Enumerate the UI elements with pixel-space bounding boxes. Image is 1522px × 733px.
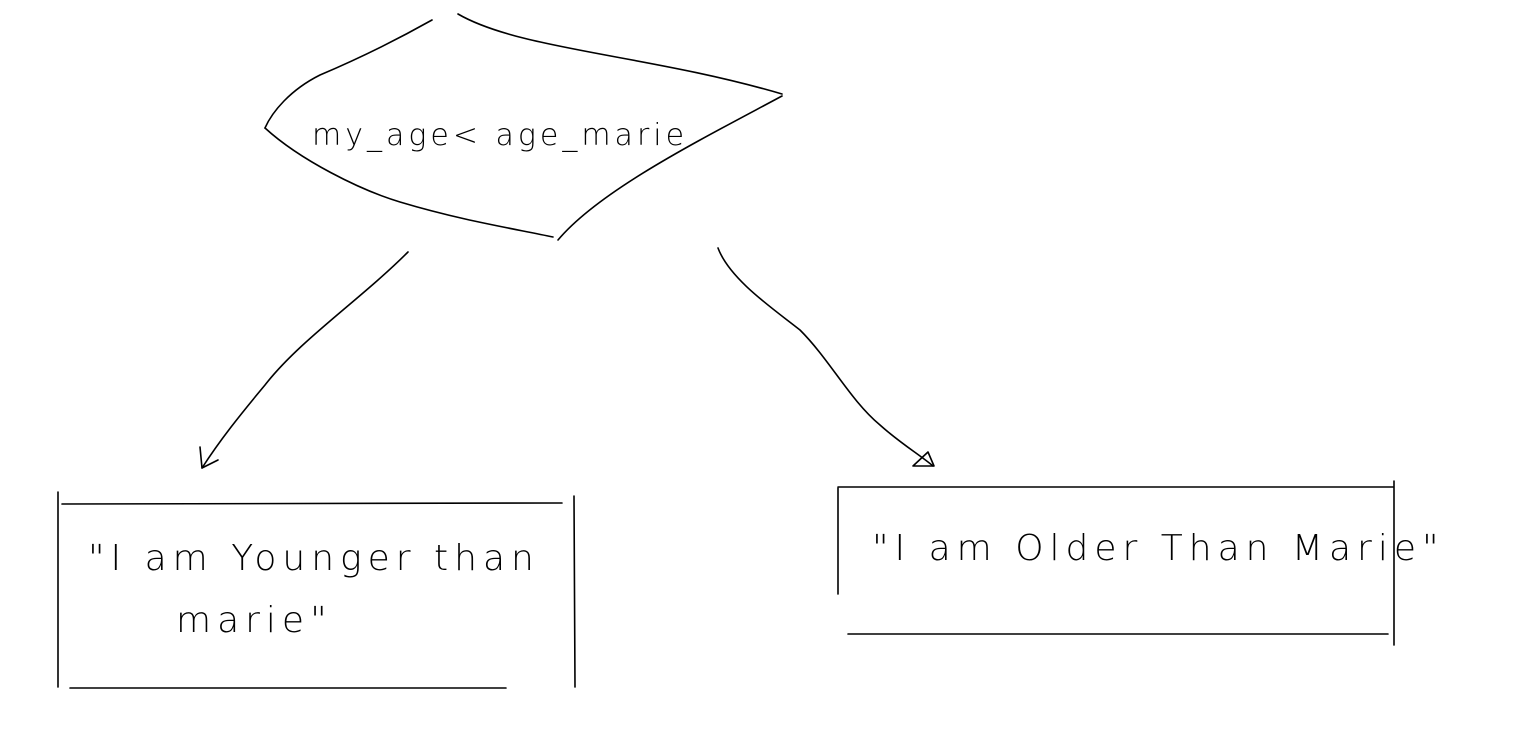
arrow-false-branch	[717, 247, 935, 467]
arrow-true-branch	[199, 251, 409, 469]
arrow-left-line	[201, 251, 409, 469]
decision-label: my_age< age_marie	[312, 118, 688, 153]
decision-diamond-upper-right	[457, 13, 783, 95]
decision-diamond-upper-left	[264, 19, 433, 129]
box-left-right	[573, 495, 576, 688]
output-older-line1: "I am Older Than Marie"	[872, 528, 1445, 569]
output-box-younger: "I am Younger than marie"	[57, 491, 576, 689]
decision-node: my_age< age_marie	[264, 13, 783, 241]
decision-diamond-lower-right	[557, 95, 783, 241]
arrow-right-head	[912, 451, 935, 467]
arrow-left-head	[199, 446, 219, 469]
output-younger-line2: marie"	[176, 600, 333, 641]
box-left-top	[61, 502, 563, 505]
output-box-older: "I am Older Than Marie"	[837, 480, 1445, 646]
output-younger-line1: "I am Younger than	[88, 538, 540, 579]
arrow-right-line	[717, 247, 934, 467]
decision-diamond-lower-left	[264, 127, 554, 238]
